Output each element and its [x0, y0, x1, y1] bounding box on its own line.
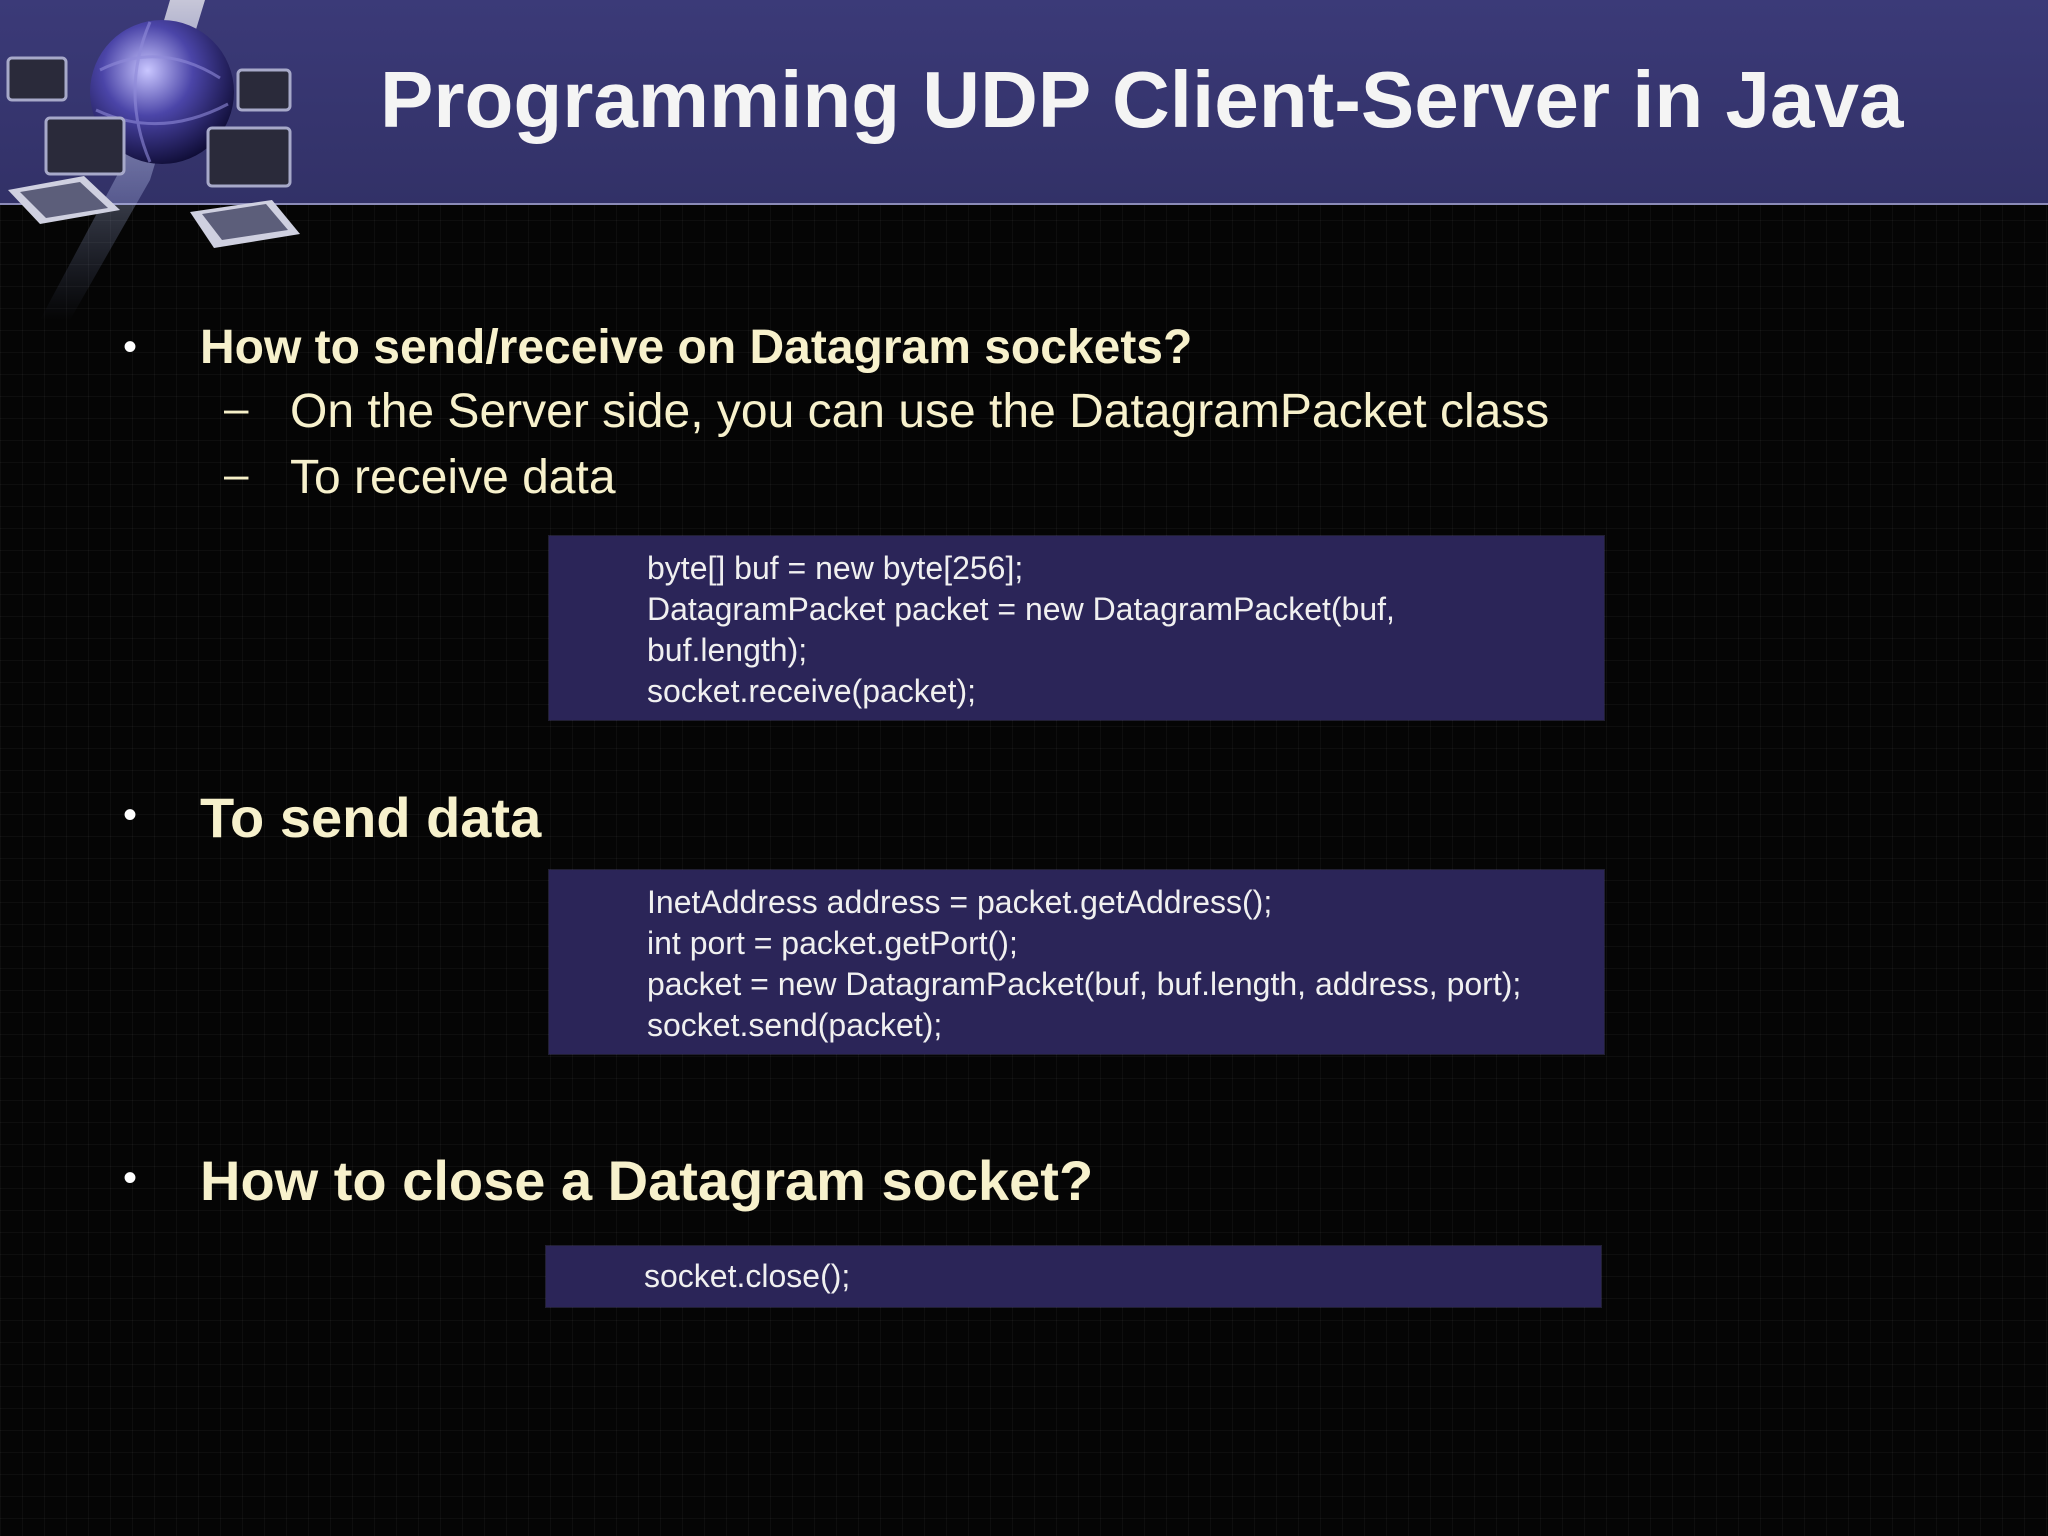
bullet-icon: • — [123, 793, 138, 837]
title-bar: Programming UDP Client-Server in Java — [0, 0, 2048, 205]
section-heading-send-data: To send data — [200, 786, 542, 849]
networked-computers-globe-logo — [6, 0, 300, 320]
section-heading-close-socket: How to close a Datagram socket? — [200, 1149, 1094, 1212]
slide-title: Programming UDP Client-Server in Java — [380, 55, 1904, 144]
code-line: byte[] buf = new byte[256]; — [647, 550, 1024, 586]
section-heading-send-receive: How to send/receive on Datagram sockets? — [200, 321, 1193, 374]
dash-icon: – — [224, 384, 249, 433]
subitem-receive-data: To receive data — [290, 451, 616, 504]
bullet-icon: • — [123, 1156, 138, 1200]
code-line: socket.send(packet); — [647, 1007, 943, 1043]
code-line: InetAddress address = packet.getAddress(… — [647, 884, 1273, 920]
code-line: socket.receive(packet); — [647, 673, 977, 709]
dash-icon: – — [224, 450, 249, 499]
code-line: int port = packet.getPort(); — [647, 925, 1018, 961]
code-line: packet = new DatagramPacket(buf, buf.len… — [647, 966, 1522, 1002]
code-block-send: InetAddress address = packet.getAddress(… — [549, 870, 1604, 1054]
code-line: socket.close(); — [644, 1258, 851, 1294]
code-line: buf.length); — [647, 632, 808, 668]
code-block-receive: byte[] buf = new byte[256]; DatagramPack… — [549, 536, 1604, 720]
bullet-icon: • — [123, 325, 138, 369]
code-line: DatagramPacket packet = new DatagramPack… — [647, 591, 1395, 627]
subitem-server-side: On the Server side, you can use the Data… — [290, 385, 1550, 438]
code-block-close: socket.close(); — [546, 1246, 1601, 1307]
